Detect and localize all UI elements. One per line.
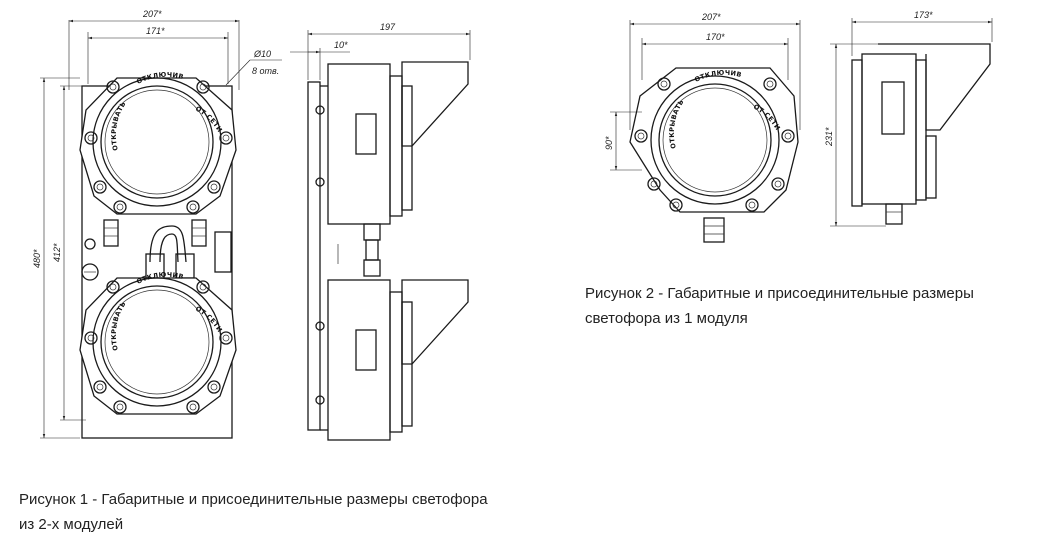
figure1-dimensions: 207* 171* Ø10 8 отв. 480* 412*	[32, 9, 282, 439]
figure1-caption-line1: Рисунок 1 - Габаритные и присоединительн…	[19, 491, 488, 508]
dim-mount-width: 171*	[146, 26, 165, 36]
figure2-caption-line2: светофора из 1 модуля	[585, 310, 748, 327]
dim-overall-height: 480*	[32, 249, 42, 268]
dim2-mount-height: 90*	[604, 136, 614, 150]
dim-side-depth: 197	[380, 22, 396, 32]
figure1-caption-line2: из 2-х модулей	[19, 516, 124, 533]
lower-module: ОТКРЫВАТЬ ОТКЛЮЧИВ ОТ СЕТИ	[79, 271, 237, 415]
dim-side-offset: 10*	[334, 40, 348, 50]
dim2-side-depth: 173*	[914, 10, 933, 20]
dim-hole-dia: Ø10	[253, 49, 271, 59]
dim2-side-height: 231*	[824, 127, 834, 147]
dim-mount-height: 412*	[52, 243, 62, 262]
upper-module: ОТКРЫВАТЬ ОТКЛЮЧИВ ОТ СЕТИ	[79, 71, 237, 215]
figure2-caption: Рисунок 2 - Габаритные и присоединительн…	[585, 281, 974, 331]
dim2-mount-width: 170*	[706, 32, 725, 42]
figure2-side-view: 173* 231*	[824, 10, 993, 227]
dim-overall-width: 207*	[142, 9, 162, 19]
dim-hole-count: 8 отв.	[252, 66, 279, 76]
cable-glands	[81, 219, 232, 281]
figure1-side-view: 197 10*	[290, 22, 471, 441]
figure2-caption-line1: Рисунок 2 - Габаритные и присоединительн…	[585, 285, 974, 302]
figure1-caption: Рисунок 1 - Габаритные и присоединительн…	[19, 487, 488, 537]
figure1-front-view: ОТКРЫВАТЬ ОТКЛЮЧИВ ОТ СЕТИ	[32, 9, 282, 439]
dim2-overall-width: 207*	[701, 12, 721, 22]
figure2-front-view: ОТКРЫВАТЬ ОТКЛЮЧИВ ОТ СЕТИ 207* 170* 90*	[604, 12, 801, 243]
